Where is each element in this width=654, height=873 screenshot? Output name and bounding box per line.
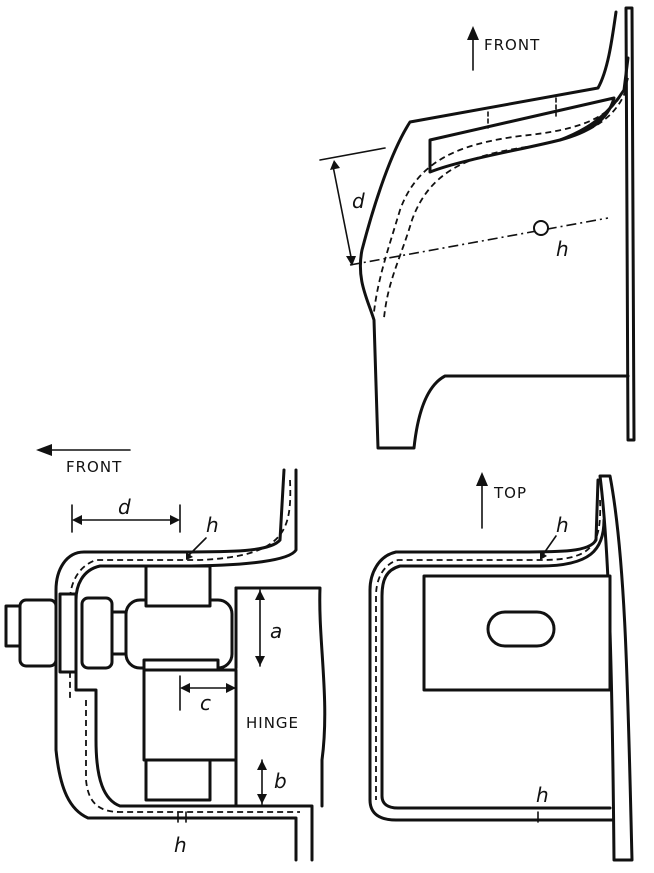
h-leader-arrow-side (186, 552, 193, 560)
front-arrow-head-side (36, 444, 52, 456)
dim-a-arrow-top (255, 590, 265, 600)
bracket-outer-outline (358, 10, 630, 450)
stud (110, 610, 128, 656)
front-bracket-outer (368, 478, 614, 822)
d-label-top: d (352, 189, 365, 213)
hinge-plate (142, 668, 238, 762)
dim-d-side-arrow-right (170, 515, 180, 525)
front-bracket-inner (380, 518, 612, 810)
side-bracket-inner (74, 468, 314, 862)
nut-right (80, 596, 114, 670)
b-label: b (274, 769, 287, 793)
h-label-front-bottom: h (536, 783, 549, 807)
front-right-wall (598, 474, 634, 862)
hole-h-circle (533, 220, 549, 236)
top-label: TOP (493, 484, 527, 502)
dim-d-arrow-top (330, 160, 340, 170)
right-wall (624, 6, 636, 442)
bracket-inner-top (428, 96, 616, 174)
h-label-top: h (556, 237, 569, 261)
h-leader-arrow-front (540, 551, 547, 560)
front-label-side: FRONT (66, 458, 122, 476)
top-view-panel: FRONT h d (319, 6, 636, 450)
dim-b-arrow-bottom (257, 794, 267, 804)
hidden-line-1 (383, 89, 627, 319)
side-bracket-outer (54, 468, 298, 862)
c-label: c (200, 691, 211, 715)
washer-left (58, 592, 78, 674)
nut-left (18, 598, 58, 668)
front-arrow-head (467, 26, 479, 40)
dim-d-ext-top (319, 147, 386, 161)
h-label-side-bottom: h (174, 833, 187, 857)
dim-c-arrow-left (180, 683, 190, 693)
dim-d-line (332, 165, 353, 263)
hinge-wall-right (234, 586, 327, 808)
hole-centerline (349, 217, 609, 266)
bottom-nut (144, 758, 212, 802)
hinge-barrel (124, 598, 234, 670)
top-arrow-head (476, 472, 488, 486)
hinge-label: HINGE (246, 714, 299, 732)
a-label: a (270, 619, 282, 643)
side-hidden-1 (69, 479, 292, 700)
h-leader-front (541, 535, 557, 557)
dim-d-side-arrow-left (72, 515, 82, 525)
dim-b-arrow-top (257, 760, 267, 770)
dim-a-arrow-bottom (255, 656, 265, 666)
d-label-side: d (118, 495, 131, 519)
hidden-line-2 (373, 77, 629, 313)
side-hidden-2 (85, 700, 300, 813)
h-label-front-top: h (556, 513, 569, 537)
front-hidden-1 (375, 499, 602, 800)
slot-opening (486, 610, 556, 648)
front-label-top: FRONT (484, 36, 540, 54)
front-view-panel: TOP h h (368, 472, 634, 862)
h-label-side-top: h (206, 513, 219, 537)
side-view-panel: FRONT d h a (4, 444, 327, 862)
dim-c-arrow-right (226, 683, 236, 693)
dim-d-arrow-bottom (346, 256, 356, 266)
top-nut (144, 564, 212, 608)
